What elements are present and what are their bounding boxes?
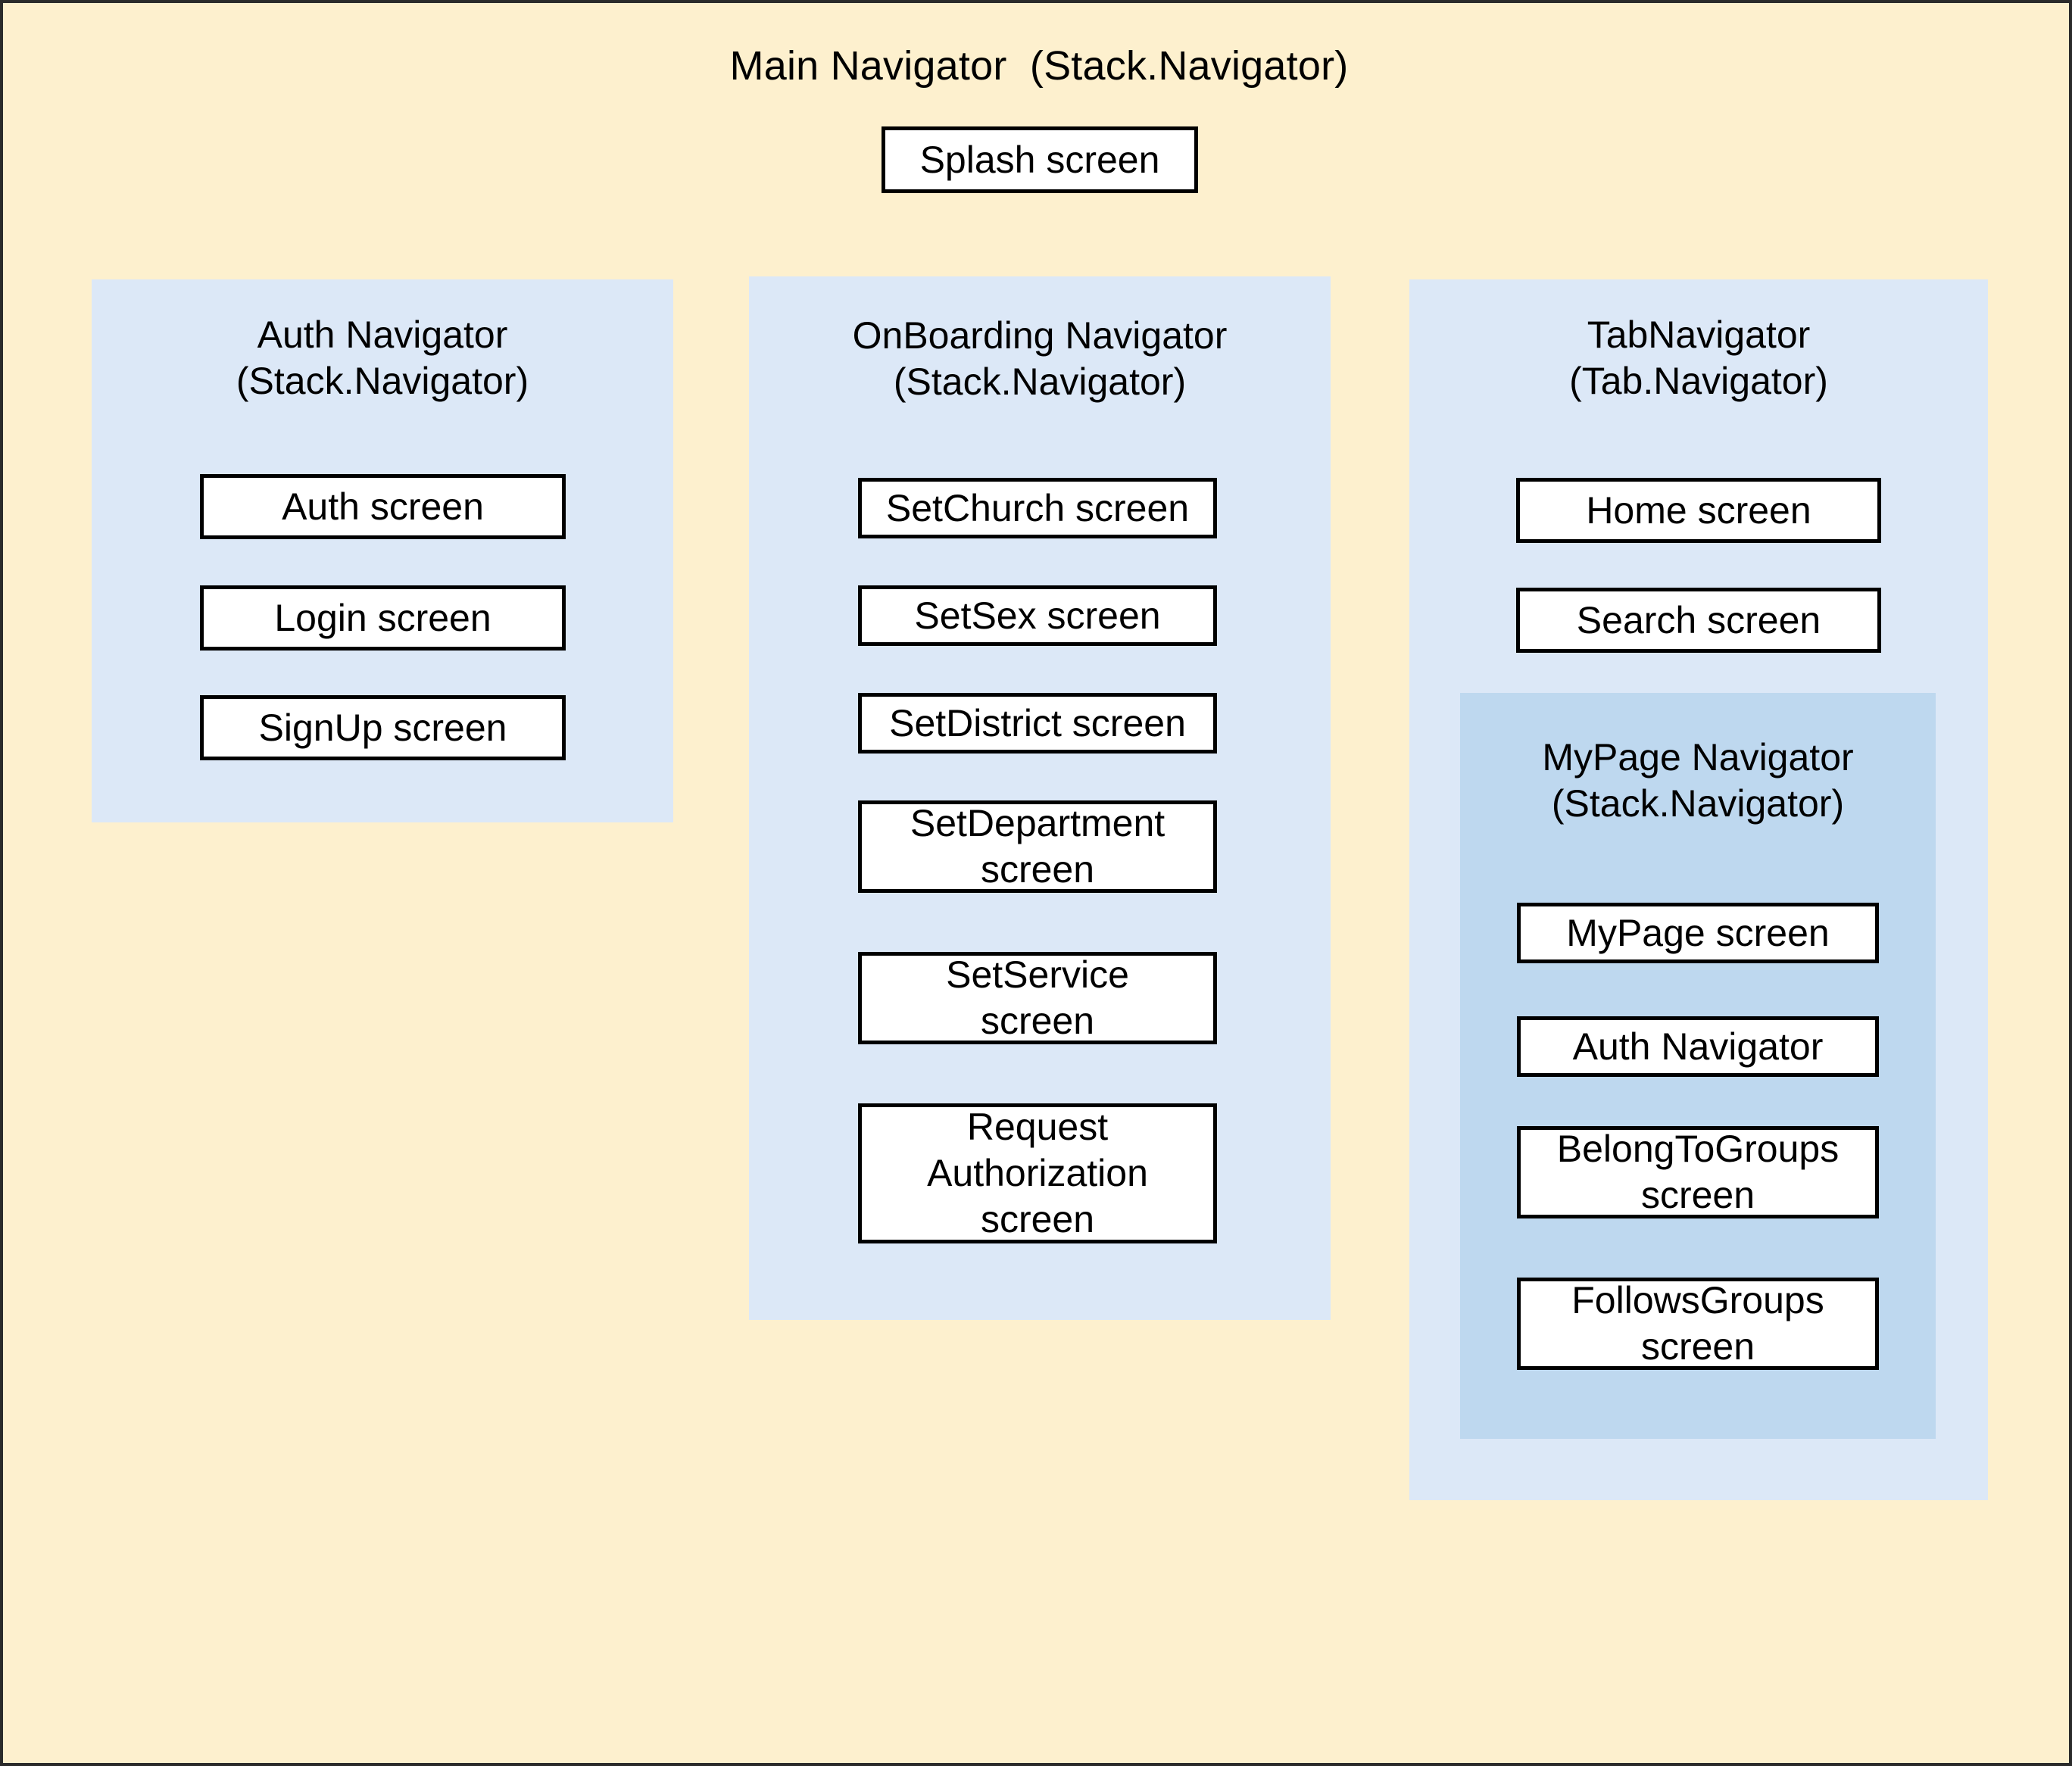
auth-screen-box[interactable]: Auth screen [200,474,566,539]
request-authorization-screen-box[interactable]: Request Authorization screen [858,1103,1217,1243]
belongtogroups-screen-box[interactable]: BelongToGroups screen [1517,1126,1879,1218]
tab-navigator-title: TabNavigator (Tab.Navigator) [1569,314,1828,402]
mypage-screen-box[interactable]: MyPage screen [1517,903,1879,963]
auth-navigator-title: Auth Navigator (Stack.Navigator) [236,314,529,402]
splash-screen-box[interactable]: Splash screen [882,126,1198,193]
setdistrict-screen-box[interactable]: SetDistrict screen [858,693,1217,754]
setservice-screen-box[interactable]: SetService screen [858,952,1217,1044]
login-screen-box[interactable]: Login screen [200,585,566,651]
signup-screen-box[interactable]: SignUp screen [200,695,566,760]
setchurch-screen-box[interactable]: SetChurch screen [858,478,1217,538]
auth-navigator-reference-box[interactable]: Auth Navigator [1517,1016,1879,1077]
onboarding-navigator-title: OnBoarding Navigator (Stack.Navigator) [852,314,1228,403]
home-screen-box[interactable]: Home screen [1516,478,1881,543]
setdepartment-screen-box[interactable]: SetDepartment screen [858,800,1217,893]
main-navigator-title: Main Navigator (Stack.Navigator) [729,43,1349,89]
followsgroups-screen-box[interactable]: FollowsGroups screen [1517,1278,1879,1370]
setsex-screen-box[interactable]: SetSex screen [858,585,1217,646]
mypage-navigator-title: MyPage Navigator (Stack.Navigator) [1542,736,1854,825]
search-screen-box[interactable]: Search screen [1516,588,1881,653]
